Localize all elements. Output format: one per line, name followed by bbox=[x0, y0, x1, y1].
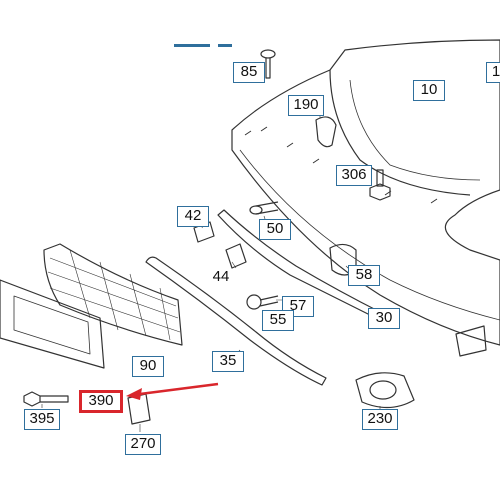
spoiler-35 bbox=[145, 256, 327, 386]
part-label-44[interactable]: 44 bbox=[212, 268, 230, 285]
screw-50 bbox=[249, 201, 279, 215]
part-label-10[interactable]: 10 bbox=[413, 80, 445, 101]
part-label-35[interactable]: 35 bbox=[212, 351, 244, 372]
bolt-395 bbox=[23, 391, 69, 407]
side-bracket bbox=[455, 325, 487, 357]
leader-lines bbox=[41, 70, 381, 432]
part-label-90[interactable]: 90 bbox=[132, 356, 164, 377]
part-label-85[interactable]: 85 bbox=[233, 62, 265, 83]
part-label-390-highlighted[interactable]: 390 bbox=[79, 390, 123, 413]
bumper-cover bbox=[231, 39, 500, 346]
bumper-grille-opening bbox=[349, 79, 481, 181]
part-label-30[interactable]: 30 bbox=[368, 308, 400, 329]
plate-holder bbox=[0, 279, 105, 369]
part-label-306[interactable]: 306 bbox=[336, 165, 372, 186]
clip-44 bbox=[225, 243, 247, 269]
bumper-upper-edge bbox=[329, 69, 471, 196]
screw-85 bbox=[260, 49, 276, 79]
highlight-arrow bbox=[126, 382, 219, 400]
part-label-395[interactable]: 395 bbox=[24, 409, 60, 430]
bumper-bracket bbox=[315, 116, 337, 148]
screw-55 bbox=[246, 294, 279, 310]
part-label-1[interactable]: 1 bbox=[486, 62, 500, 83]
part-label-230[interactable]: 230 bbox=[362, 409, 398, 430]
fog-bezel-230 bbox=[355, 372, 415, 409]
grille-90 bbox=[43, 243, 183, 346]
cropped-label-edge bbox=[218, 44, 232, 47]
part-label-55[interactable]: 55 bbox=[262, 310, 294, 331]
part-label-58[interactable]: 58 bbox=[348, 265, 380, 286]
cropped-label-edge bbox=[174, 44, 210, 47]
bolt-306 bbox=[369, 169, 391, 201]
part-label-50[interactable]: 50 bbox=[259, 219, 291, 240]
part-label-42[interactable]: 42 bbox=[177, 206, 209, 227]
part-label-270[interactable]: 270 bbox=[125, 434, 161, 455]
part-label-190[interactable]: 190 bbox=[288, 95, 324, 116]
